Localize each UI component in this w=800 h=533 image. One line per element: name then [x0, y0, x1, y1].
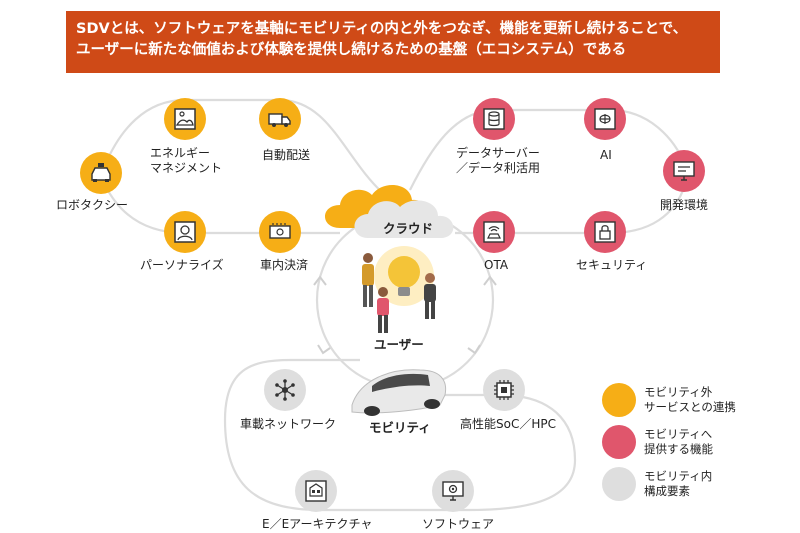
- wireless-car-icon: [483, 221, 505, 243]
- person-portrait-icon: [174, 221, 196, 243]
- chip-icon: [494, 380, 514, 400]
- dev-environment-label: 開発環境: [660, 198, 709, 212]
- bottom-loop-right-line: [430, 393, 577, 512]
- header-banner: SDVとは、ソフトウェアを基軸にモビリティの内と外をつなぎ、機能を更新し続けるこ…: [66, 11, 720, 73]
- vehicle-network-node: [264, 369, 306, 411]
- car-diagram-icon: [305, 480, 327, 502]
- robotaxi-label: ロボタクシー: [56, 198, 129, 212]
- cloud-label: クラウド: [383, 221, 434, 236]
- legend-pink-dot: [602, 425, 636, 459]
- ota-label: OTA: [484, 258, 509, 272]
- software-gear-icon: [442, 481, 464, 501]
- software-label: ソフトウェア: [422, 517, 495, 531]
- car-shape: [351, 369, 447, 416]
- personalize-label: パーソナライズ: [140, 258, 224, 272]
- legend-outside-label: モビリティ外サービスとの連携: [644, 385, 736, 414]
- soc-hpc-label: 高性能SoC／HPC: [460, 417, 556, 431]
- legend-gray-dot: [602, 467, 636, 501]
- legend-inside-label: モビリティ内構成要素: [644, 469, 713, 498]
- ota-node: [473, 211, 515, 253]
- bottom-loop-left-line: [223, 419, 321, 512]
- vehicle-network-label: 車載ネットワーク: [240, 417, 337, 431]
- data-server-node: [473, 98, 515, 140]
- in-car-payment-node: [259, 211, 301, 253]
- legend-provide-label: モビリティへ提供する機能: [644, 427, 713, 456]
- data-server-label: データサーバー／データ利活用: [456, 146, 541, 175]
- landscape-icon: [174, 108, 196, 130]
- banner-line-2: ユーザーに新たな価値および体験を提供し続けるための基盤（エコシステム）である: [76, 42, 627, 58]
- people-illustration: [362, 253, 436, 333]
- auto-delivery-node: [259, 98, 301, 140]
- security-label: セキュリティ: [576, 258, 648, 272]
- taxi-icon: [91, 163, 111, 182]
- soc-hpc-node: [483, 369, 525, 411]
- personalize-node: [164, 211, 206, 253]
- energy-management-label: エネルギーマネジメント: [150, 146, 223, 175]
- robotaxi-node: [80, 152, 122, 194]
- database-icon: [483, 108, 505, 130]
- security-node: [584, 211, 626, 253]
- mobility-label: モビリティ: [369, 420, 431, 435]
- network-hub-icon: [275, 379, 295, 401]
- dev-environment-node: [663, 150, 705, 192]
- cloud-shape: [325, 184, 454, 238]
- user-label: ユーザー: [374, 337, 424, 352]
- bottom-loop-top-left-line: [223, 358, 360, 421]
- monitor-icon: [673, 161, 695, 181]
- ee-architecture-label: E／Eアーキテクチャ: [262, 517, 373, 531]
- ai-label: AI: [600, 148, 612, 162]
- brain-chip-icon: [594, 108, 616, 130]
- ee-architecture-node: [295, 470, 337, 512]
- legend-orange-dot: [602, 383, 636, 417]
- in-car-payment-label: 車内決済: [260, 258, 309, 272]
- delivery-truck-icon: [268, 113, 291, 127]
- payment-card-icon: [269, 223, 291, 239]
- lock-icon: [594, 221, 616, 243]
- ai-node: [584, 98, 626, 140]
- banner-line-1: SDVとは、ソフトウェアを基軸にモビリティの内と外をつなぎ、機能を更新し続けるこ…: [76, 21, 688, 37]
- auto-delivery-label: 自動配送: [262, 148, 311, 162]
- energy-management-node: [164, 98, 206, 140]
- circle-arrows: [313, 275, 497, 355]
- software-node: [432, 470, 474, 512]
- light-bulb-illustration: [374, 246, 434, 306]
